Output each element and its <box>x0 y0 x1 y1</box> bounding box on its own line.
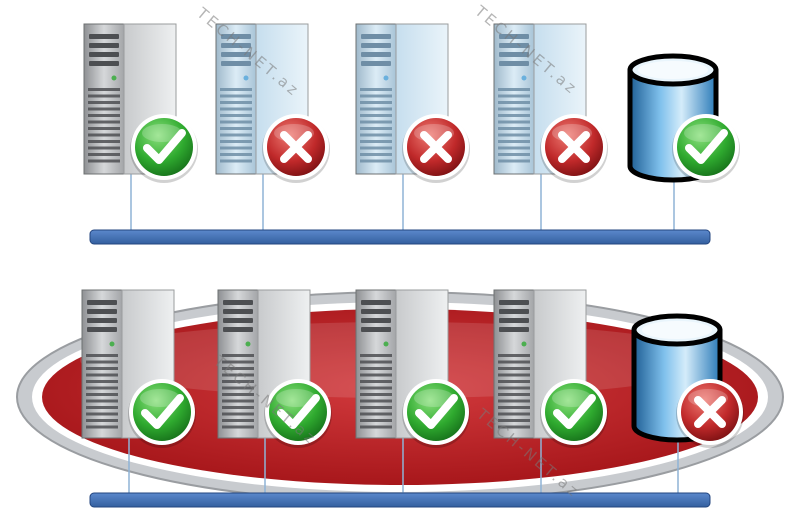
server-node <box>215 23 330 183</box>
server-node <box>81 289 196 448</box>
server-node <box>355 23 470 183</box>
network-bus-top <box>89 229 711 245</box>
server-node <box>493 23 608 183</box>
diagram-bottom <box>81 289 744 448</box>
network-bus-bottom <box>89 492 711 508</box>
server-node <box>355 289 470 448</box>
diagram-top <box>83 23 740 183</box>
server-node <box>83 23 198 183</box>
database-node <box>627 53 740 183</box>
server-node <box>217 289 332 448</box>
server-node <box>493 289 608 448</box>
database-node <box>631 313 744 448</box>
